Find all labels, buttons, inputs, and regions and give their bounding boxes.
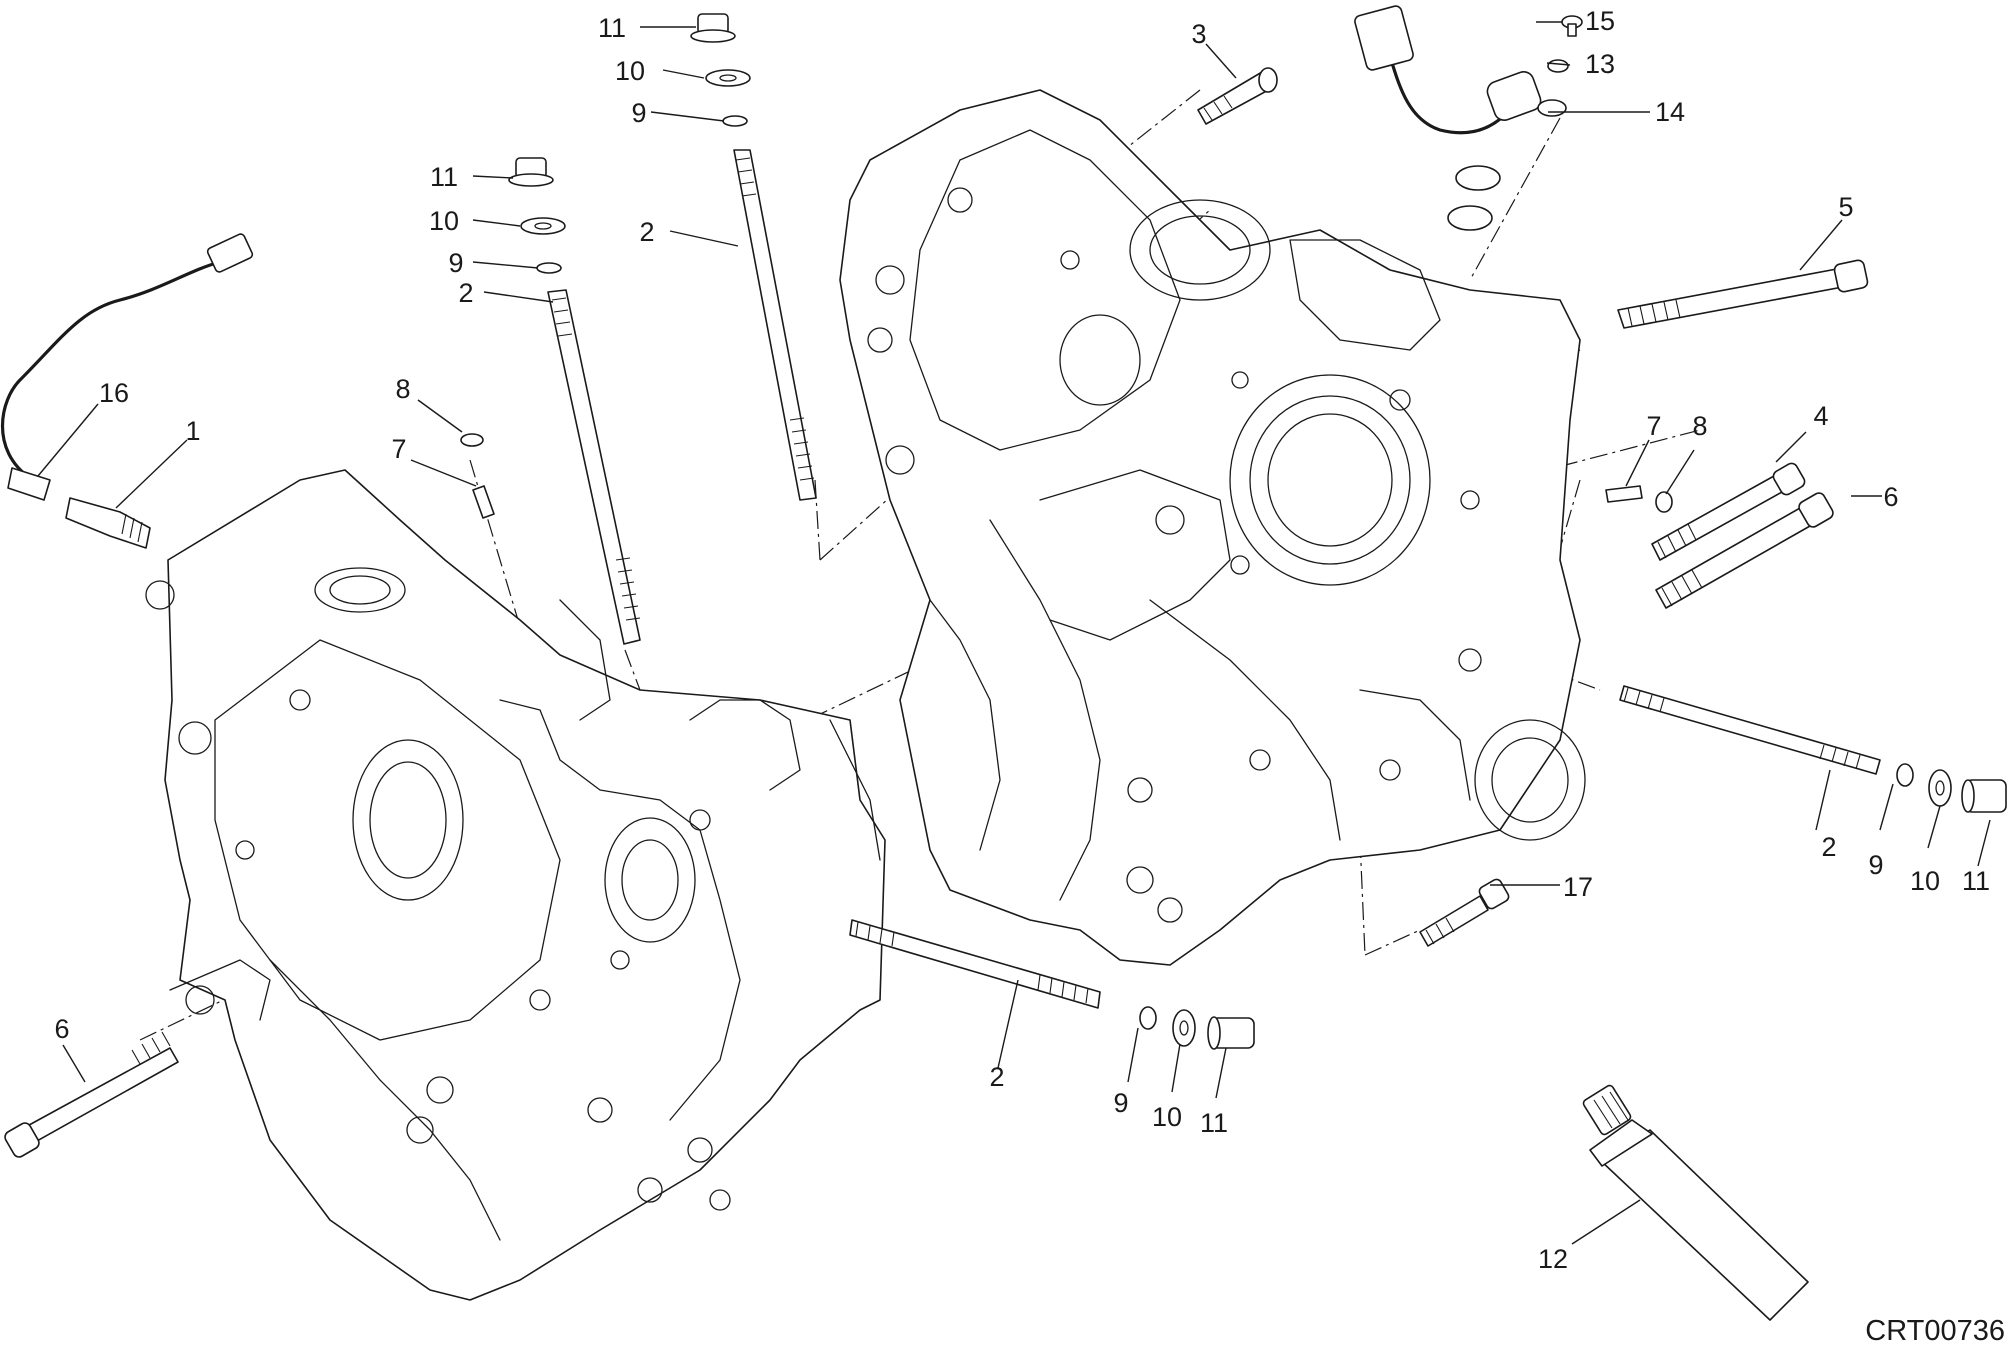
callout-10-right: 10	[1910, 866, 1940, 896]
callout-16: 16	[99, 378, 129, 408]
screw-5	[1617, 259, 1869, 329]
screw-4	[1651, 462, 1806, 561]
callout-10-lower: 10	[1152, 1102, 1182, 1132]
callout-9-lower: 9	[1113, 1088, 1128, 1118]
callout-7-right: 7	[1646, 411, 1661, 441]
dowel-7-right	[1605, 485, 1643, 503]
stud-upper-middle	[733, 149, 817, 501]
callout-2-top: 2	[639, 217, 654, 247]
callout-2-upper-left: 2	[458, 278, 473, 308]
drawing-code: CRT00736	[1865, 1315, 2005, 1347]
dowel-7-left	[472, 485, 495, 519]
left-crankcase-half	[145, 469, 886, 1301]
screw-3	[1197, 67, 1278, 125]
callout-3: 3	[1191, 19, 1206, 49]
callout-14: 14	[1655, 97, 1685, 127]
callout-11-lower: 11	[1200, 1108, 1228, 1138]
screw-17	[1419, 878, 1510, 947]
nut-set-top	[690, 13, 751, 127]
callout-2-right: 2	[1821, 832, 1836, 862]
nut-set-right	[1896, 763, 2007, 813]
callout-17: 17	[1563, 872, 1593, 902]
oring-8-left	[460, 433, 484, 447]
callout-10-upper-left: 10	[429, 206, 459, 236]
callout-8-right: 8	[1692, 411, 1707, 441]
callout-6-right: 6	[1883, 482, 1898, 512]
temperature-sensor-1	[65, 497, 151, 549]
nut-set-lower-middle	[1139, 1006, 1255, 1050]
callout-10-top: 10	[615, 56, 645, 86]
stud-right	[1619, 685, 1881, 775]
callout-5: 5	[1838, 192, 1853, 222]
sealant-tube-12	[1582, 1084, 1809, 1321]
washer-13	[1547, 59, 1569, 73]
callout-6-left: 6	[54, 1014, 69, 1044]
callout-9-upper-left: 9	[448, 248, 463, 278]
right-crankcase-half	[839, 89, 1586, 966]
sensor-cable-16	[0, 233, 254, 501]
callout-9-top: 9	[631, 98, 646, 128]
callout-9-right: 9	[1868, 850, 1883, 880]
callout-11-right: 11	[1962, 866, 1990, 896]
screw-6-left	[4, 1031, 179, 1158]
callout-4: 4	[1813, 401, 1828, 431]
pickup-sensor-14	[1354, 5, 1567, 135]
callout-1: 1	[185, 416, 200, 446]
nut-set-upper-left	[508, 157, 566, 274]
sensor-seal	[1447, 165, 1501, 231]
callout-2-lower: 2	[989, 1062, 1004, 1092]
screw-15	[1561, 15, 1583, 37]
callout-13: 13	[1585, 49, 1615, 79]
callout-7-left: 7	[391, 434, 406, 464]
callout-labels: 11 10 9 2 11 10 9 2 8 7 1 16 6 3 15 13 1…	[54, 6, 1990, 1274]
leader-lines	[37, 21, 1991, 1245]
callout-8-left: 8	[395, 374, 410, 404]
callout-15: 15	[1585, 6, 1615, 36]
callout-11-upper-left: 11	[430, 162, 458, 192]
stud-upper-left	[547, 289, 641, 645]
callout-12: 12	[1538, 1244, 1568, 1274]
screw-6-right	[1655, 492, 1834, 609]
callout-11-top: 11	[598, 13, 626, 43]
oring-8-right	[1655, 491, 1673, 513]
stud-lower-middle	[849, 919, 1101, 1009]
